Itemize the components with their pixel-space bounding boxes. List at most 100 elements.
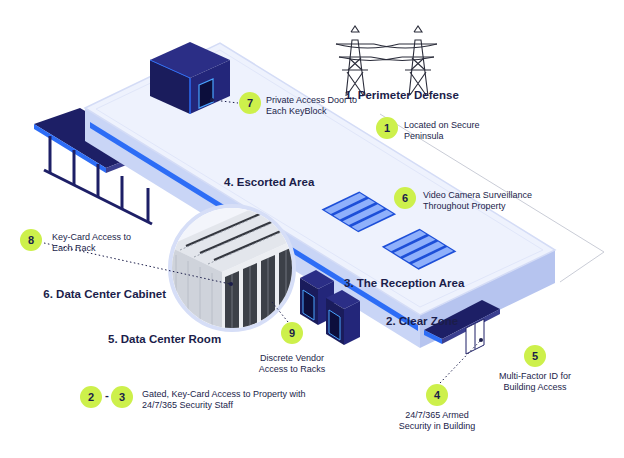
callout-circle: 8 — [20, 229, 42, 251]
callout-number: 7 — [239, 92, 261, 114]
data-center-cabinet-part-part — [176, 255, 177, 318]
side-canopy-part-part — [73, 150, 76, 185]
leader-line-part — [440, 340, 481, 383]
callout-number: 4 — [426, 384, 448, 406]
skylight-part — [321, 191, 396, 232]
skylight-part — [382, 229, 457, 270]
section-heading: 3. The Reception Area — [344, 277, 494, 291]
callout-number: 5 — [524, 345, 546, 367]
building — [85, 43, 555, 348]
data-center-cabinet-part-part — [250, 266, 251, 326]
data-center-cabinet-part-part — [268, 258, 269, 318]
callout-number: 1 — [376, 117, 398, 139]
side-canopy-part-part — [49, 136, 52, 173]
callout-number: 2 — [80, 386, 102, 408]
building-roof — [85, 43, 555, 315]
callout-circle-fill — [80, 386, 102, 408]
keyblock-part — [190, 60, 230, 114]
roof-parapet — [96, 50, 543, 307]
callout-circle-fill — [239, 92, 261, 114]
data-center-cabinet-part — [222, 232, 312, 340]
data-center-cabinet-part — [168, 246, 222, 340]
keyblock-part — [150, 60, 190, 78]
keyblock-part — [189, 78, 191, 114]
reception-entrance-part — [329, 310, 340, 340]
side-canopy-part-part — [147, 188, 150, 222]
data-center-cabinet-part — [279, 247, 293, 313]
callout-circle-fill — [394, 187, 416, 209]
callout-text: Multi-Factor ID for Building Access — [485, 371, 585, 394]
power-pylon-part — [351, 26, 359, 32]
callout-circle: 5 — [524, 345, 546, 367]
section-heading: 5. Data Center Room — [108, 333, 268, 347]
power-pylon-part — [336, 44, 437, 61]
callout-circle-fill — [524, 345, 546, 367]
callout-circle: 7 — [239, 92, 261, 114]
power-pylon — [336, 26, 437, 96]
callout-text: Located on Secure Peninsula — [404, 120, 484, 143]
leader-dot-part — [229, 282, 233, 286]
entry-canopy-part — [424, 330, 442, 344]
power-pylon-part — [409, 40, 428, 96]
power-pylon-part — [414, 26, 422, 32]
callout-circle-fill — [376, 117, 398, 139]
section-heading: 6. Data Center Cabinet — [20, 288, 166, 302]
leader-dot-part — [210, 98, 214, 102]
callout-circle: 4 — [426, 384, 448, 406]
keyblock — [150, 42, 230, 114]
data-center-cabinet-part-part — [194, 224, 270, 257]
section-heading: 2. Clear Zone — [386, 315, 496, 329]
callout-circle: 1 — [376, 117, 398, 139]
callout-circle-fill — [111, 386, 133, 408]
callout-circle-fill — [426, 384, 448, 406]
leader-dot-part — [479, 338, 483, 342]
callout-circle-fill — [20, 229, 42, 251]
data-center-cabinet-part-part — [200, 267, 201, 330]
data-center-cabinet-part — [232, 243, 303, 334]
callout-circle: 2 — [80, 386, 102, 408]
callout-text: Gated, Key-Card Access to Property with … — [142, 389, 312, 412]
data-center-cabinet-part — [225, 271, 239, 337]
data-center-cabinet-part-part — [186, 213, 262, 246]
data-center-cabinet-part — [297, 240, 309, 305]
data-center-cabinet-part — [243, 263, 257, 329]
callout-text: Key-Card Access to Each Rack — [52, 232, 132, 255]
callout-circle: 6 — [394, 187, 416, 209]
callout-text: Discrete Vendor Access to Racks — [252, 353, 332, 376]
entry-canopy-part — [466, 319, 484, 354]
data-center-cabinet-part-part — [200, 220, 276, 253]
data-center-cabinet-part-part — [286, 250, 287, 310]
data-center-cabinet-part-part — [180, 217, 256, 250]
callout-text: 24/7/365 Armed Security in Building — [392, 410, 482, 433]
skylight-part — [412, 247, 453, 268]
keyblock-door — [199, 79, 213, 108]
data-center-cabinet-part — [176, 255, 212, 336]
section-heading: 4. Escorted Area — [224, 176, 364, 190]
data-center-cabinet-part — [261, 255, 275, 321]
leader-line-part — [272, 302, 288, 322]
reception-entrance-part — [303, 290, 314, 320]
section-heading: 1. Perimeter Defense — [345, 89, 485, 103]
entry-canopy-part — [475, 324, 476, 349]
data-center-cabinet-part-part — [212, 273, 213, 336]
magnifier — [168, 206, 312, 340]
perimeter-line-part — [560, 252, 604, 282]
reception-entrance-part — [326, 298, 344, 345]
leader-dot — [210, 98, 483, 342]
skylight-part — [352, 210, 393, 231]
callout-number: 3 — [111, 386, 133, 408]
callout-text: Private Access Door to Each KeyBlock — [266, 95, 366, 118]
side-canopy-part-part — [121, 176, 124, 209]
callout-circle-fill — [281, 322, 303, 344]
data-center-cabinet — [168, 206, 312, 340]
data-center-cabinet-part-part — [303, 243, 304, 303]
leader-line-part — [213, 100, 238, 103]
range-dash: - — [101, 389, 113, 403]
data-center-cabinet-part-part — [188, 261, 189, 324]
callout-text: Video Camera Surveillance Throughout Pro… — [423, 190, 551, 213]
reception-entrance-part — [300, 278, 318, 325]
callout-number: 9 — [281, 322, 303, 344]
callout-number: 6 — [394, 187, 416, 209]
callout-circle: 3 — [111, 386, 133, 408]
